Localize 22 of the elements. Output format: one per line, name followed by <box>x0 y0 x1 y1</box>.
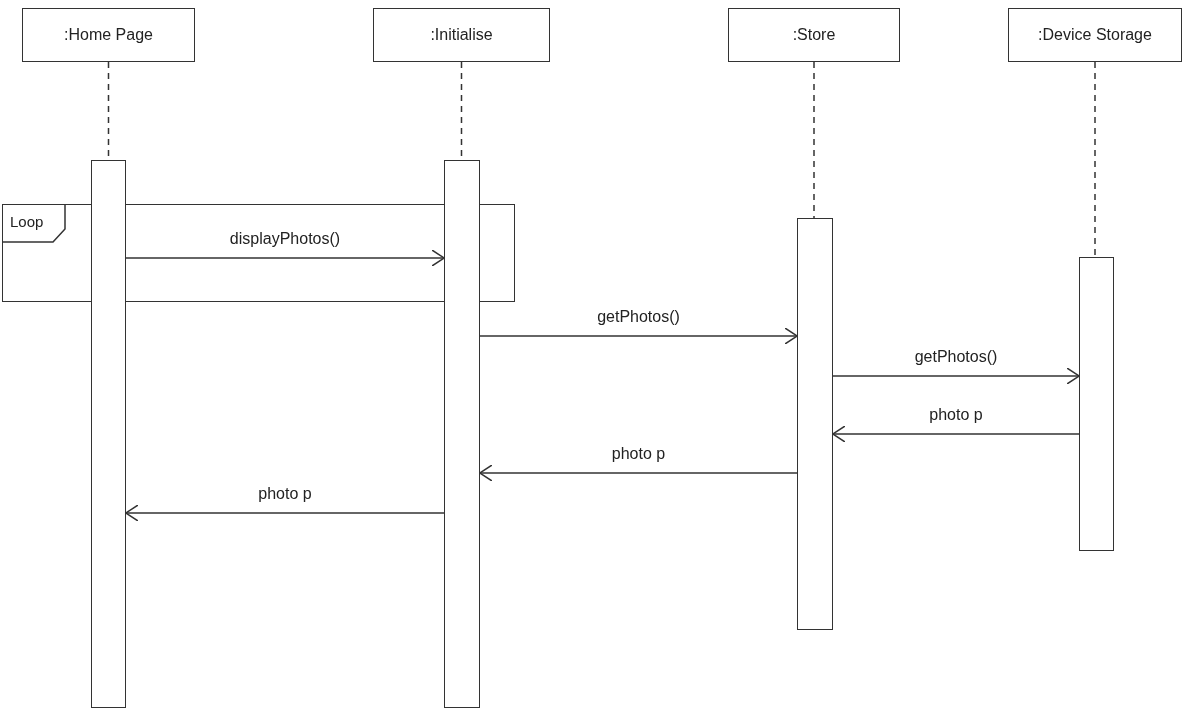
activation-bar <box>444 160 480 708</box>
message-arrow <box>479 327 798 345</box>
message-arrow <box>479 464 798 482</box>
lifeline-box <box>22 8 195 62</box>
lifeline-box <box>373 8 550 62</box>
lifeline <box>1094 61 1096 258</box>
message-arrow <box>832 367 1080 385</box>
activation-bar <box>797 218 833 630</box>
lifeline-box <box>728 8 900 62</box>
message-arrow <box>125 504 445 522</box>
lifeline-name: :Device Storage <box>1038 25 1152 45</box>
lifeline-name: :Home Page <box>64 25 153 45</box>
frame-label: Loop <box>10 214 44 229</box>
lifeline <box>813 61 815 219</box>
lifeline-name: :Store <box>792 25 836 45</box>
lifeline-box <box>1008 8 1182 62</box>
lifeline-name: :Initialise <box>430 25 493 45</box>
message-arrow <box>832 425 1080 443</box>
message-arrow <box>125 249 445 267</box>
frame-label-tab <box>2 204 66 243</box>
activation-bar <box>91 160 126 708</box>
activation-bar <box>1079 257 1114 551</box>
